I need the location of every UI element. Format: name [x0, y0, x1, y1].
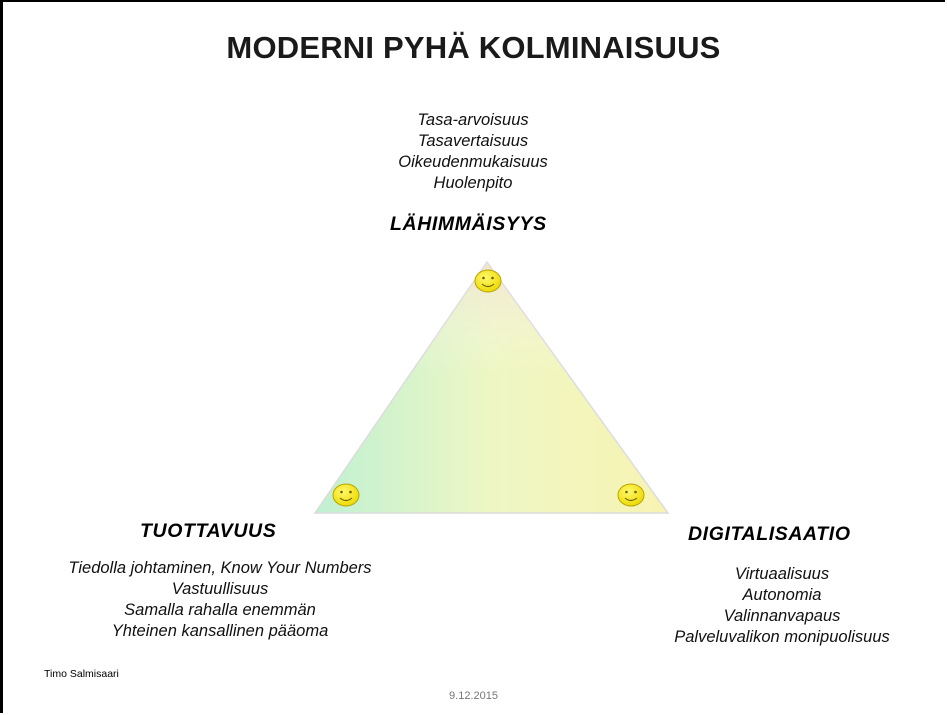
list-item: Virtuaalisuus [734, 565, 830, 583]
list-item: Vastuullisuus [171, 580, 269, 598]
list-item: Palveluvalikon monipuolisuus [674, 628, 890, 646]
list-item: Tasavertaisuus [417, 132, 529, 150]
right-attribute-list: Virtuaalisuus Autonomia Valinnanvapaus P… [632, 564, 932, 648]
list-item: Autonomia [742, 586, 822, 604]
heading-lahimmaisyys: LÄHIMMÄISYYS [390, 213, 547, 235]
list-item: Tiedolla johtaminen, Know Your Numbers [68, 559, 372, 577]
slide-date: 9.12.2015 [449, 690, 498, 702]
heading-tuottavuus: TUOTTAVUUS [140, 520, 277, 542]
smiley-face-icon [332, 483, 360, 507]
smiley-face-icon [474, 269, 502, 293]
list-item: Yhteinen kansallinen pääoma [111, 622, 329, 640]
top-attribute-list: Tasa-arvoisuus Tasavertaisuus Oikeudenmu… [343, 110, 603, 194]
left-attribute-list: Tiedolla johtaminen, Know Your Numbers V… [20, 558, 420, 642]
heading-digitalisaatio: DIGITALISAATIO [688, 523, 851, 545]
list-item: Tasa-arvoisuus [417, 111, 529, 129]
slide-title: MODERNI PYHÄ KOLMINAISUUS [226, 30, 721, 65]
list-item: Huolenpito [433, 174, 513, 192]
list-item: Samalla rahalla enemmän [124, 601, 316, 619]
list-item: Oikeudenmukaisuus [398, 153, 548, 171]
author-name: Timo Salmisaari [44, 668, 119, 680]
list-item: Valinnanvapaus [723, 607, 841, 625]
smiley-face-icon [617, 483, 645, 507]
